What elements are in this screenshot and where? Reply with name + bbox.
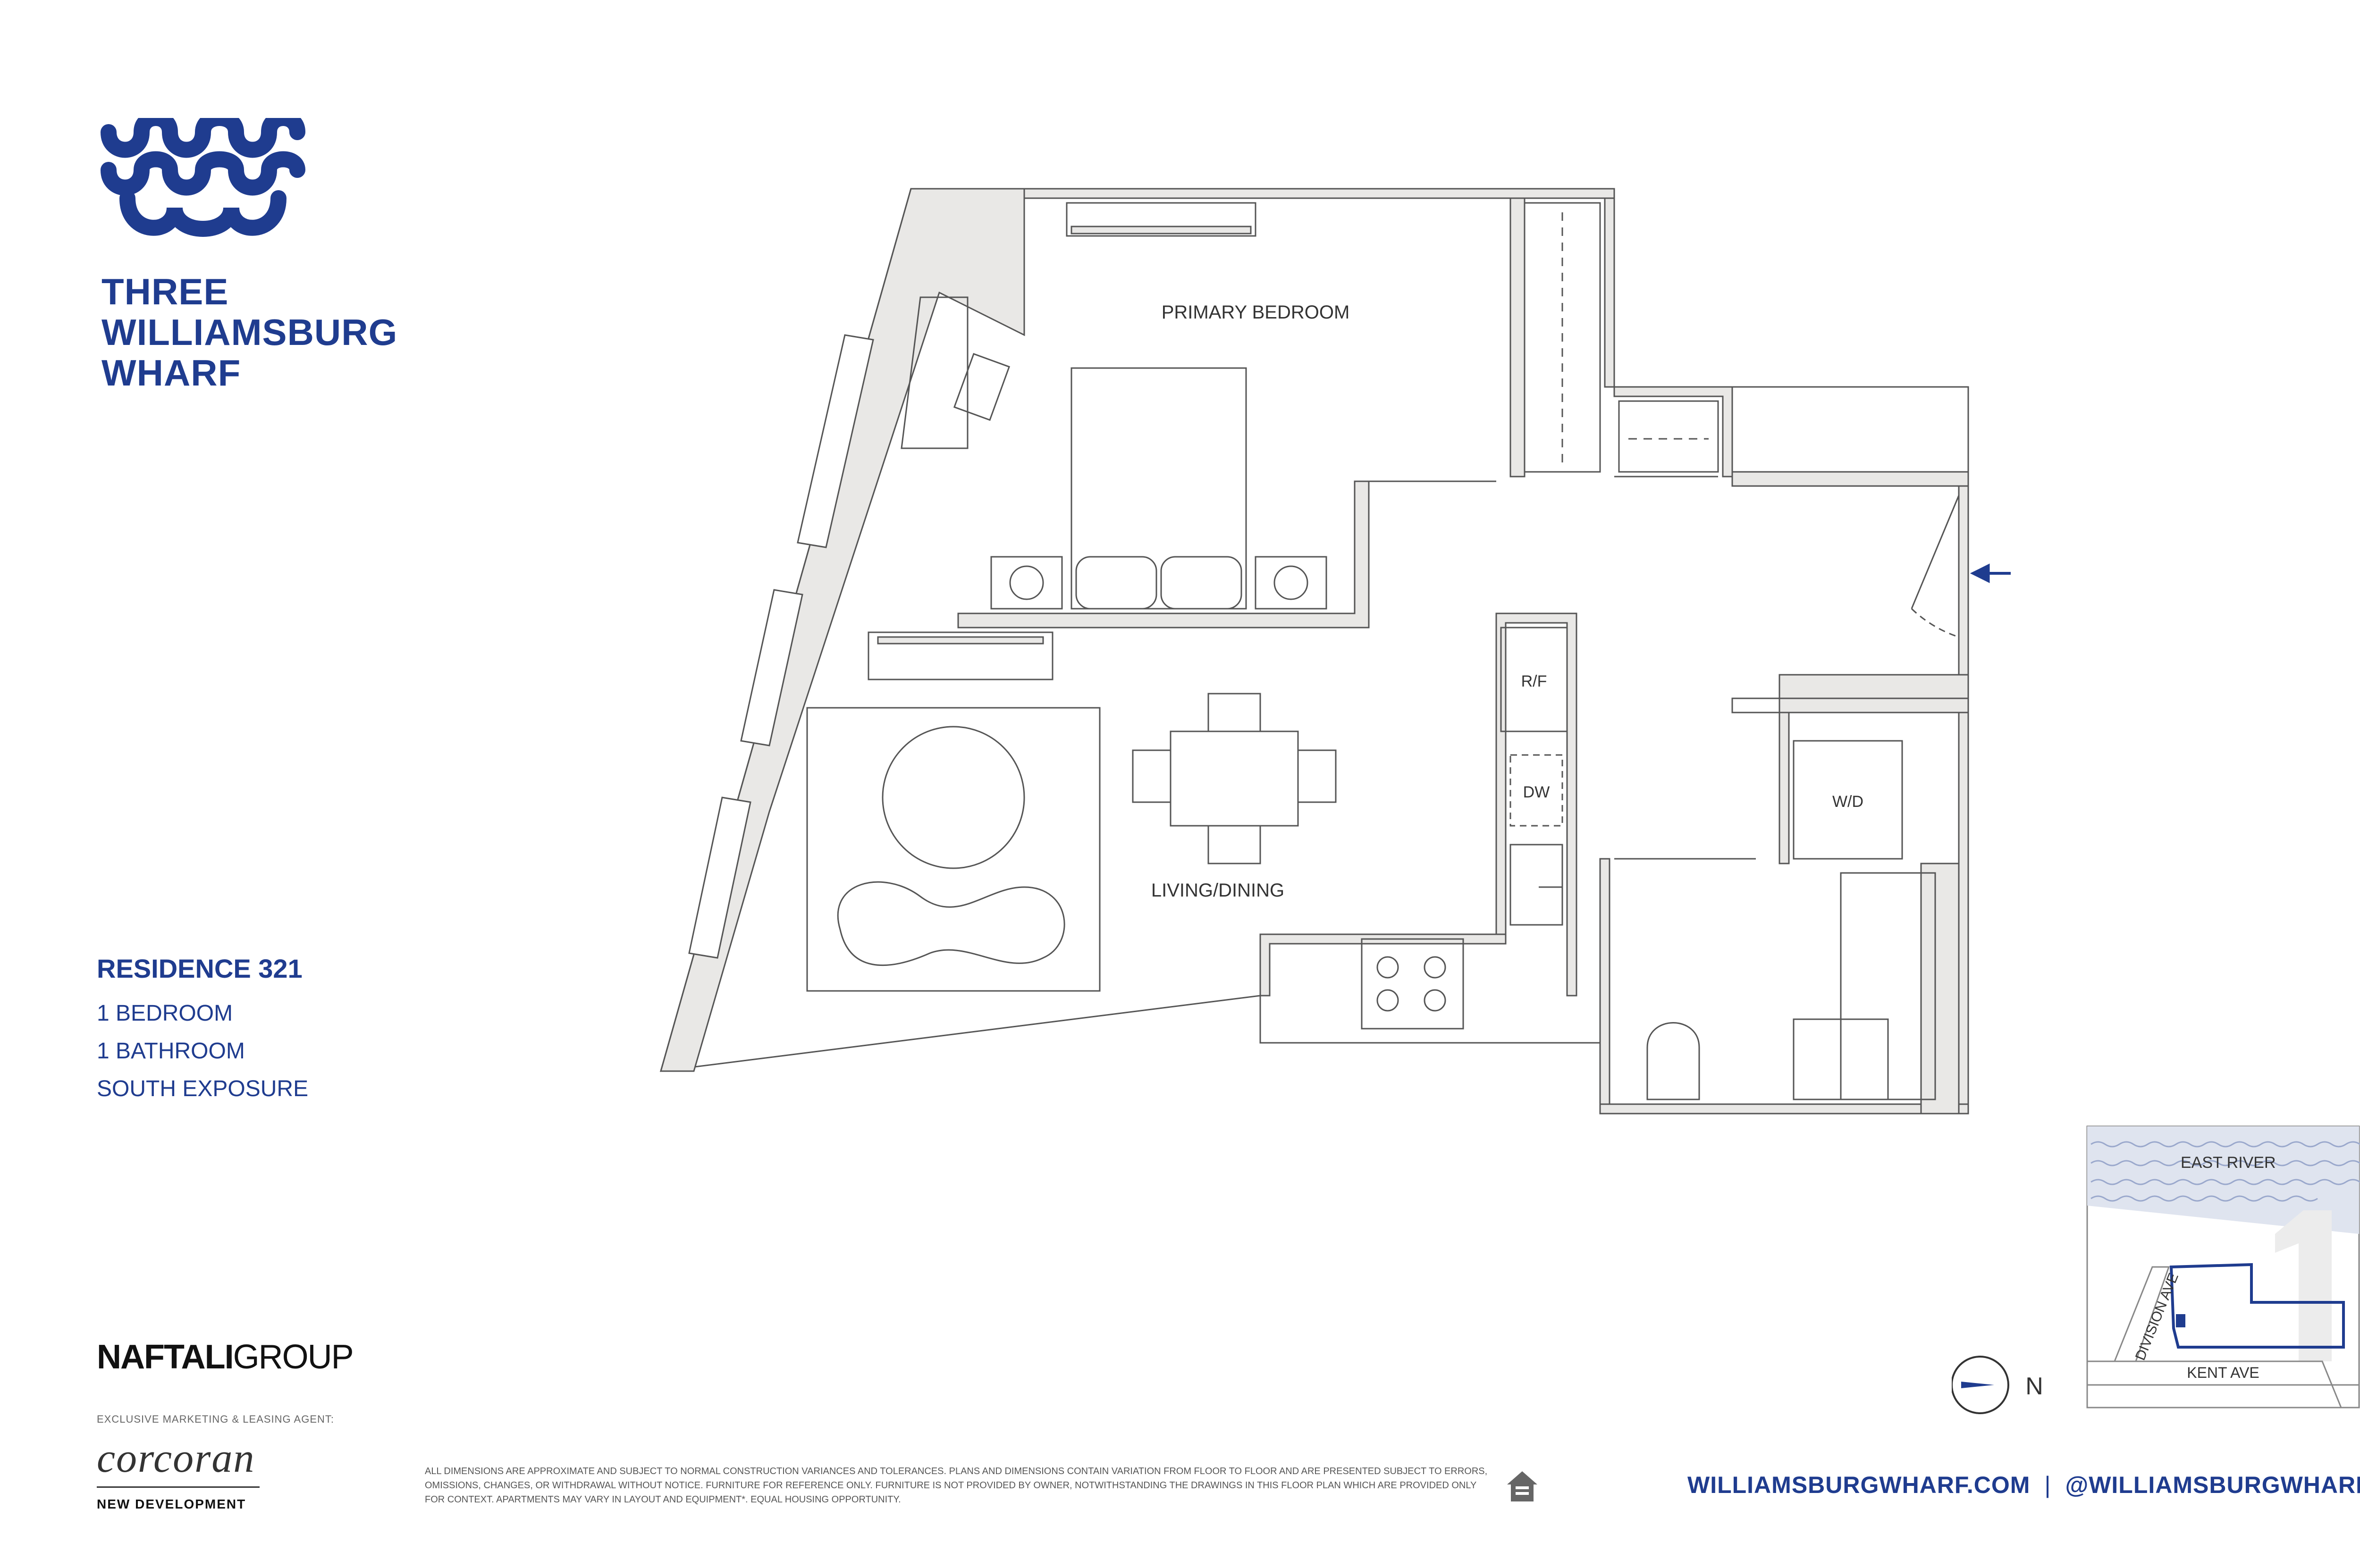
entry-arrow-icon: [1970, 563, 2011, 583]
range-icon: [1361, 938, 1464, 1030]
agent-divider: [97, 1486, 260, 1488]
windows: [688, 334, 874, 959]
appliance-label-refrigerator: R/F: [1521, 672, 1547, 690]
building-footprint: [2169, 1263, 2345, 1349]
bed-icon: [1070, 367, 1247, 610]
nightstand-icon: [990, 556, 1063, 610]
bathroom: [1646, 740, 1936, 1100]
closets: [1524, 202, 1719, 473]
bathroom-count: 1 BATHROOM: [97, 1039, 245, 1064]
residence-marker: [2176, 1314, 2185, 1327]
agent-label: EXCLUSIVE MARKETING & LEASING AGENT:: [97, 1413, 335, 1425]
building-name-line-3: WHARF: [101, 352, 241, 394]
bedroom-furniture: [901, 202, 1327, 610]
room-label-primary-bedroom: PRIMARY BEDROOM: [1162, 302, 1350, 323]
key-map-river-label: EAST RIVER: [2181, 1154, 2276, 1172]
site-key-map: EAST RIVER 1 DIVISION AVE KENT AVE: [2086, 1125, 2360, 1409]
coffee-table-icon: [882, 726, 1025, 869]
washer-dryer-icon: [1793, 740, 1903, 860]
refrigerator-icon: [1500, 627, 1568, 732]
appliance-label-washer-dryer: W/D: [1832, 793, 1863, 811]
agent-logo: corcoran: [97, 1435, 255, 1481]
key-map-kent-ave: KENT AVE: [2187, 1364, 2259, 1381]
building-name-line-2: WILLIAMSBURG: [101, 311, 398, 353]
bedroom-count: 1 BEDROOM: [97, 1001, 233, 1026]
rug-icon: [806, 707, 1101, 992]
toilet-icon: [1646, 1022, 1700, 1100]
desk-icon: [901, 296, 969, 449]
exposure: SOUTH EXPOSURE: [97, 1076, 309, 1101]
room-label-living-dining: LIVING/DINING: [1151, 880, 1284, 901]
dresser-icon: [1066, 202, 1256, 237]
building-name: THREE WILLIAMSBURG WHARF: [101, 271, 479, 393]
website-link[interactable]: WILLIAMSBURGWHARF.COM: [1687, 1472, 2031, 1498]
living-furniture: [806, 631, 1337, 992]
floor-plan-drawing: PRIMARY BEDROOM LIVING/DINING R/F DW W/D: [659, 188, 2011, 1115]
kitchen: [1361, 627, 1568, 1030]
kitchen-sink-icon: [1509, 844, 1563, 926]
building-name-line-1: THREE: [101, 271, 229, 312]
developer-logo: NAFTALIGROUP: [97, 1338, 354, 1376]
developer-name-bold: NAFTALI: [97, 1338, 234, 1376]
contact-info: WILLIAMSBURGWHARF.COM | @WILLIAMSBURGWHARF: [1687, 1471, 2360, 1499]
appliance-label-dishwasher: DW: [1523, 783, 1550, 801]
chair-icon: [953, 353, 1011, 421]
nightstand-icon: [1255, 556, 1327, 610]
social-handle-link[interactable]: @WILLIAMSBURGWHARF: [2065, 1472, 2360, 1498]
river-icon: [2087, 1126, 2360, 1234]
developer-name-light: GROUP: [233, 1338, 354, 1376]
sofa-icon: [837, 881, 1065, 966]
residence-title: RESIDENCE 321: [97, 954, 303, 983]
legal-disclaimer: All dimensions are approximate and subje…: [425, 1466, 1488, 1505]
agent-division: NEW DEVELOPMENT: [97, 1497, 246, 1511]
building-number-icon: [2275, 1210, 2332, 1361]
contact-separator: |: [2044, 1472, 2051, 1498]
compass-north-label: N: [2025, 1373, 2043, 1400]
walls: [659, 188, 1969, 1115]
dining-table-icon: [1170, 730, 1299, 827]
vanity-icon: [1793, 1018, 1889, 1100]
dishwasher-icon: [1509, 754, 1563, 827]
equal-housing-opportunity-icon: [1507, 1471, 1537, 1501]
wave-w-logo-icon: [101, 118, 305, 237]
media-console-icon: [868, 631, 1054, 680]
doors: [1369, 476, 1960, 860]
north-compass-icon: N: [1952, 1356, 2043, 1414]
